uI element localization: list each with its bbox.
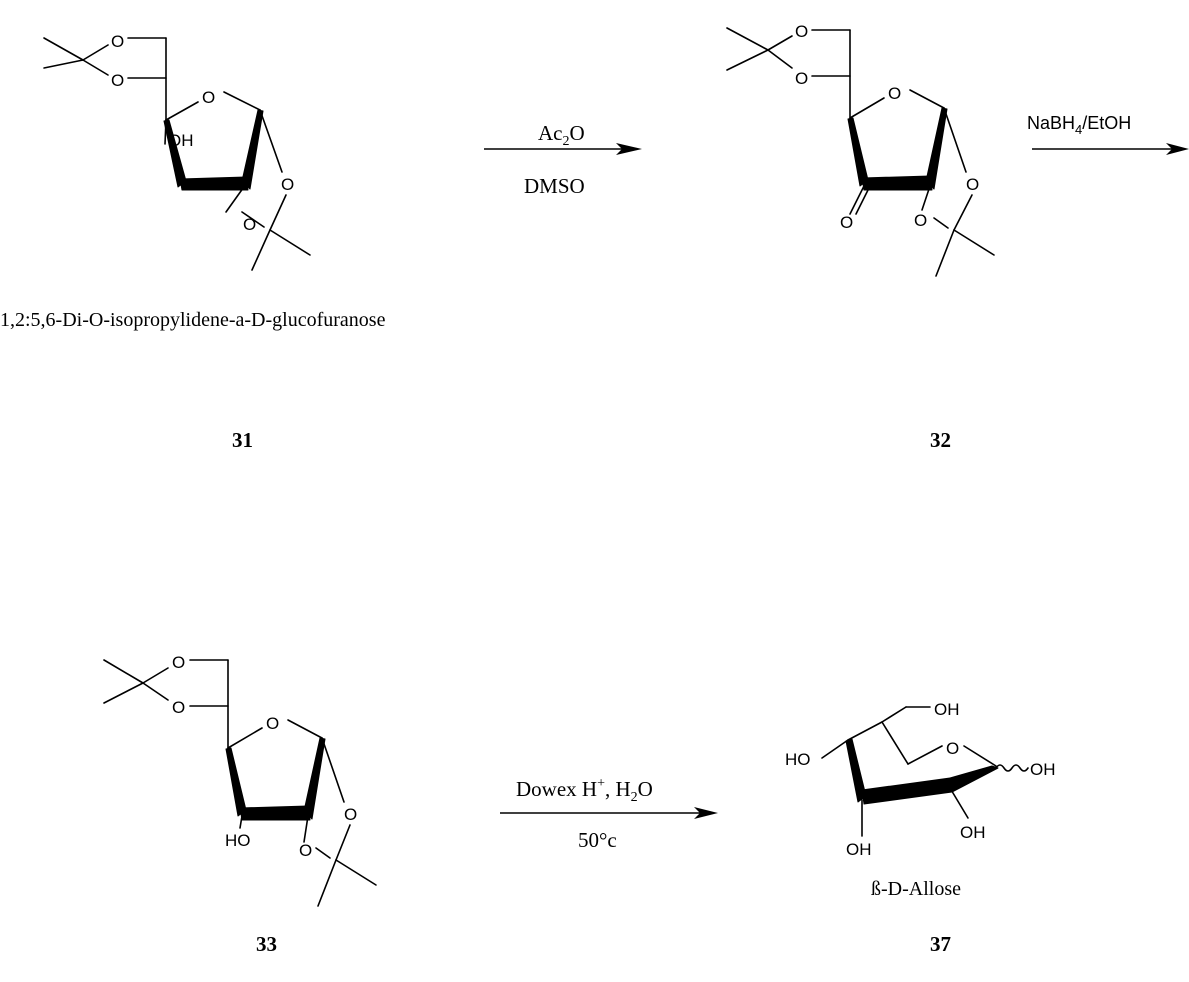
compound-33-atom-o: O: [172, 698, 185, 717]
compound-31-number: 31: [232, 428, 253, 452]
compound-31-atom-o: O: [281, 175, 294, 194]
compound-33-atom-o: O: [344, 805, 357, 824]
compound-37-hydroxyl: HO: [785, 750, 811, 769]
compound-37-ring-o: O: [946, 739, 959, 758]
compound-37-hydroxyl: OH: [846, 840, 872, 859]
compound-32-atom-o: O: [966, 175, 979, 194]
compound-33-ring-o: O: [266, 714, 279, 733]
compound-32-keto-o: O: [840, 213, 853, 232]
reagent-ac2o: Ac2O: [538, 121, 585, 149]
compound-37-number: 37: [930, 932, 951, 956]
compound-37-structure: OH O HO OH OH OH: [785, 700, 1056, 859]
compound-32-ring-o: O: [888, 84, 901, 103]
compound-32-atom-o: O: [795, 69, 808, 88]
reagent-dowex-h2o: Dowex H+, H2O: [516, 776, 653, 805]
compound-31-structure: O O O OH O O: [43, 32, 311, 271]
compound-31-atom-o: O: [111, 71, 124, 90]
compound-37-name: ß-D-Allose: [871, 878, 961, 900]
compound-37-hydroxyl: OH: [960, 823, 986, 842]
compound-33-structure: O O O HO O O: [103, 653, 377, 907]
compound-32-structure: O O O O O O: [726, 22, 995, 277]
compound-32-number: 32: [930, 428, 951, 452]
condition-temperature: 50°c: [578, 828, 617, 852]
compound-32-atom-o: O: [914, 211, 927, 230]
compound-37-hydroxyl: OH: [1030, 760, 1056, 779]
solvent-dmso: DMSO: [524, 174, 585, 198]
compound-31-ring-o: O: [202, 88, 215, 107]
compound-31-atom-o: O: [243, 215, 256, 234]
compound-33-atom-o: O: [172, 653, 185, 672]
compound-37-hydroxyl: OH: [934, 700, 960, 719]
compound-32-atom-o: O: [795, 22, 808, 41]
reagent-nabh4-etoh: NaBH4/EtOH: [1027, 113, 1131, 137]
compound-31-atom-o: O: [111, 32, 124, 51]
reaction-arrow-1: Ac2O DMSO: [484, 121, 642, 198]
compound-33-number: 33: [256, 932, 277, 956]
compound-31-hydroxyl: OH: [168, 131, 194, 150]
reaction-arrow-2: NaBH4/EtOH: [1027, 113, 1189, 155]
compound-31-name: 1,2:5,6-Di-O-isopropylidene-a-D-glucofur…: [0, 309, 386, 331]
reaction-arrow-3: Dowex H+, H2O 50°c: [500, 776, 718, 852]
compound-33-hydroxyl: HO: [225, 831, 251, 850]
compound-33-atom-o: O: [299, 841, 312, 860]
